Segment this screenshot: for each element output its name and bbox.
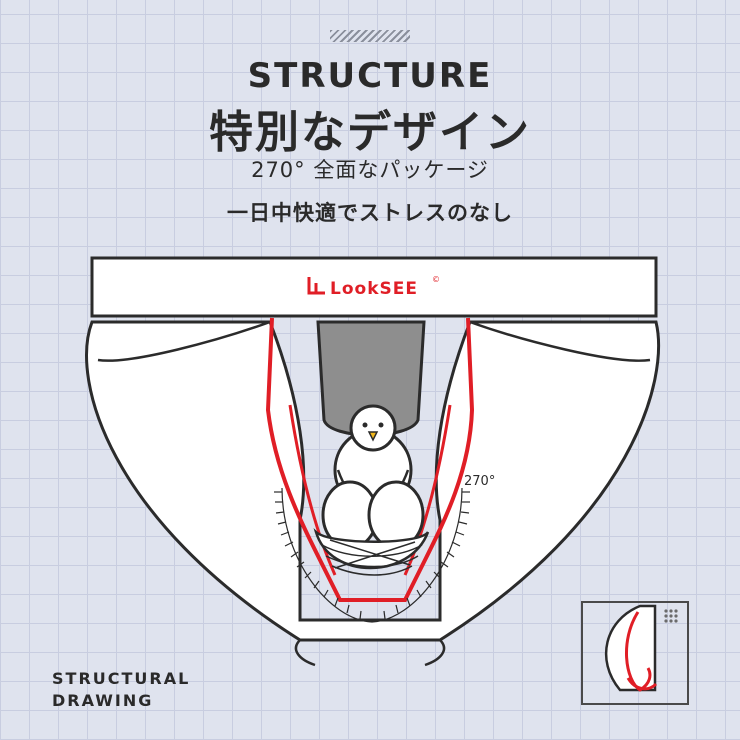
feature-line-2: 一日中快適でストレスのなし [227, 201, 513, 225]
leg-opening-right [469, 320, 651, 362]
structural-label-line-2: DRAWING [52, 691, 154, 710]
red-inner-line [288, 404, 452, 576]
feature-line-1: 270° 全面なパッケージ [251, 158, 489, 182]
waistband [90, 256, 658, 318]
structural-label-line-1: STRUCTURAL [52, 669, 191, 688]
hatch-decoration [330, 30, 410, 42]
red-structure-line [265, 317, 475, 602]
page-title: STRUCTURE [247, 56, 493, 96]
brief-body [85, 320, 660, 642]
brand-logo-text: LookSEE [330, 279, 418, 299]
brand-copyright: © [432, 275, 440, 284]
structural-drawing-label: STRUCTURAL DRAWING [52, 668, 190, 712]
leg-opening-left [97, 320, 271, 362]
angle-arc [274, 487, 470, 623]
dots-grid-icon [664, 609, 678, 623]
angle-label: 270° [464, 474, 495, 489]
side-profile-inset [581, 601, 689, 705]
page-subtitle: 特別なデザイン [209, 107, 531, 158]
logo-icon [307, 277, 325, 295]
